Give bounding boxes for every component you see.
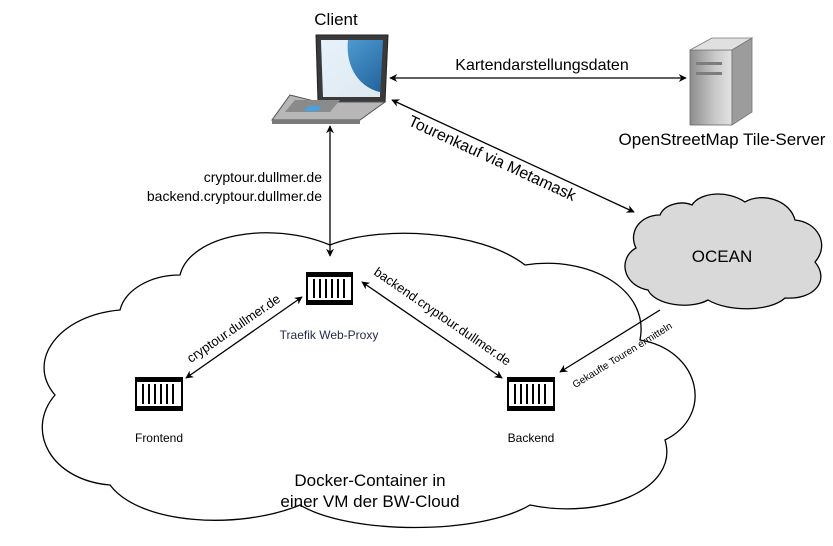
laptop-icon [271,34,389,124]
backend-label: Backend [508,431,555,445]
client-title: Client [314,10,358,29]
proxy-frontend-arrow [185,296,303,379]
tour-purchase-label: Tourenkauf via Metamask [406,113,580,205]
ocean-backend-arrow [559,309,661,373]
client-domain-1: cryptour.dullmer.de [204,169,322,185]
tour-purchase-arrow [391,99,635,213]
frontend-container-icon [135,377,183,411]
frontend-label: Frontend [135,431,183,445]
server-icon [689,37,754,126]
client-domain-2: backend.cryptour.dullmer.de [147,188,322,204]
backend-container-icon [507,377,555,411]
ocean-label: OCEAN [692,247,752,266]
cloud-caption-line2: einer VM der BW-Cloud [280,492,459,511]
proxy-container-icon [306,272,353,305]
proxy-backend-arrow [361,281,503,379]
proxy-label: Traefik Web-Proxy [280,328,379,342]
cloud-caption-line1: Docker-Container in [294,471,445,490]
tile-server-label: OpenStreetMap Tile-Server [619,130,826,149]
ocean-cloud-shape [624,193,823,310]
map-data-label: Kartendarstellungsdaten [455,57,628,74]
